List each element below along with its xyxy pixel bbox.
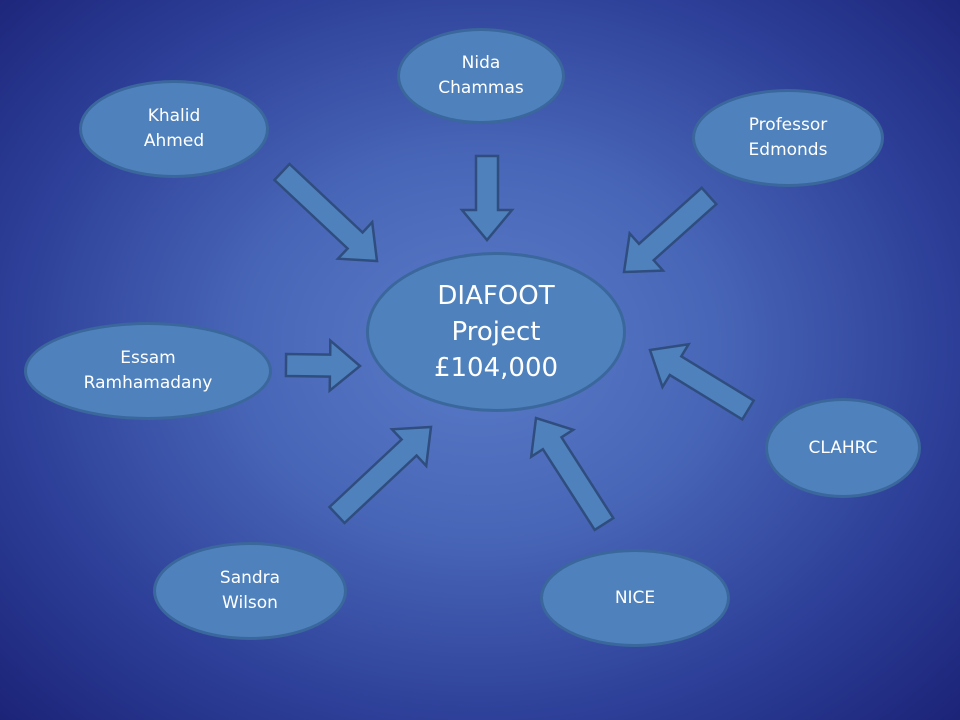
node-essam-ramhamadany: Essam Ramhamadany (24, 322, 272, 420)
arrow-from-khalid-ahmed (272, 162, 379, 263)
node-nida-chammas: Nida Chammas (397, 28, 565, 124)
node-professor-edmonds: Professor Edmonds (692, 89, 884, 187)
node-nice: NICE (540, 549, 730, 647)
arrow-from-professor-edmonds (622, 186, 719, 274)
arrow-from-essam-ramhamadany (284, 337, 362, 394)
node-diafoot-project: DIAFOOT Project £104,000 (366, 252, 626, 412)
node-clahrc: CLAHRC (765, 398, 921, 498)
node-sandra-wilson: Sandra Wilson (153, 542, 347, 640)
arrow-from-clahrc (648, 342, 756, 422)
arrow-from-sandra-wilson (327, 425, 433, 525)
arrow-from-nida-chammas (459, 154, 515, 242)
node-khalid-ahmed: Khalid Ahmed (79, 80, 269, 178)
arrow-from-nice (529, 416, 616, 532)
